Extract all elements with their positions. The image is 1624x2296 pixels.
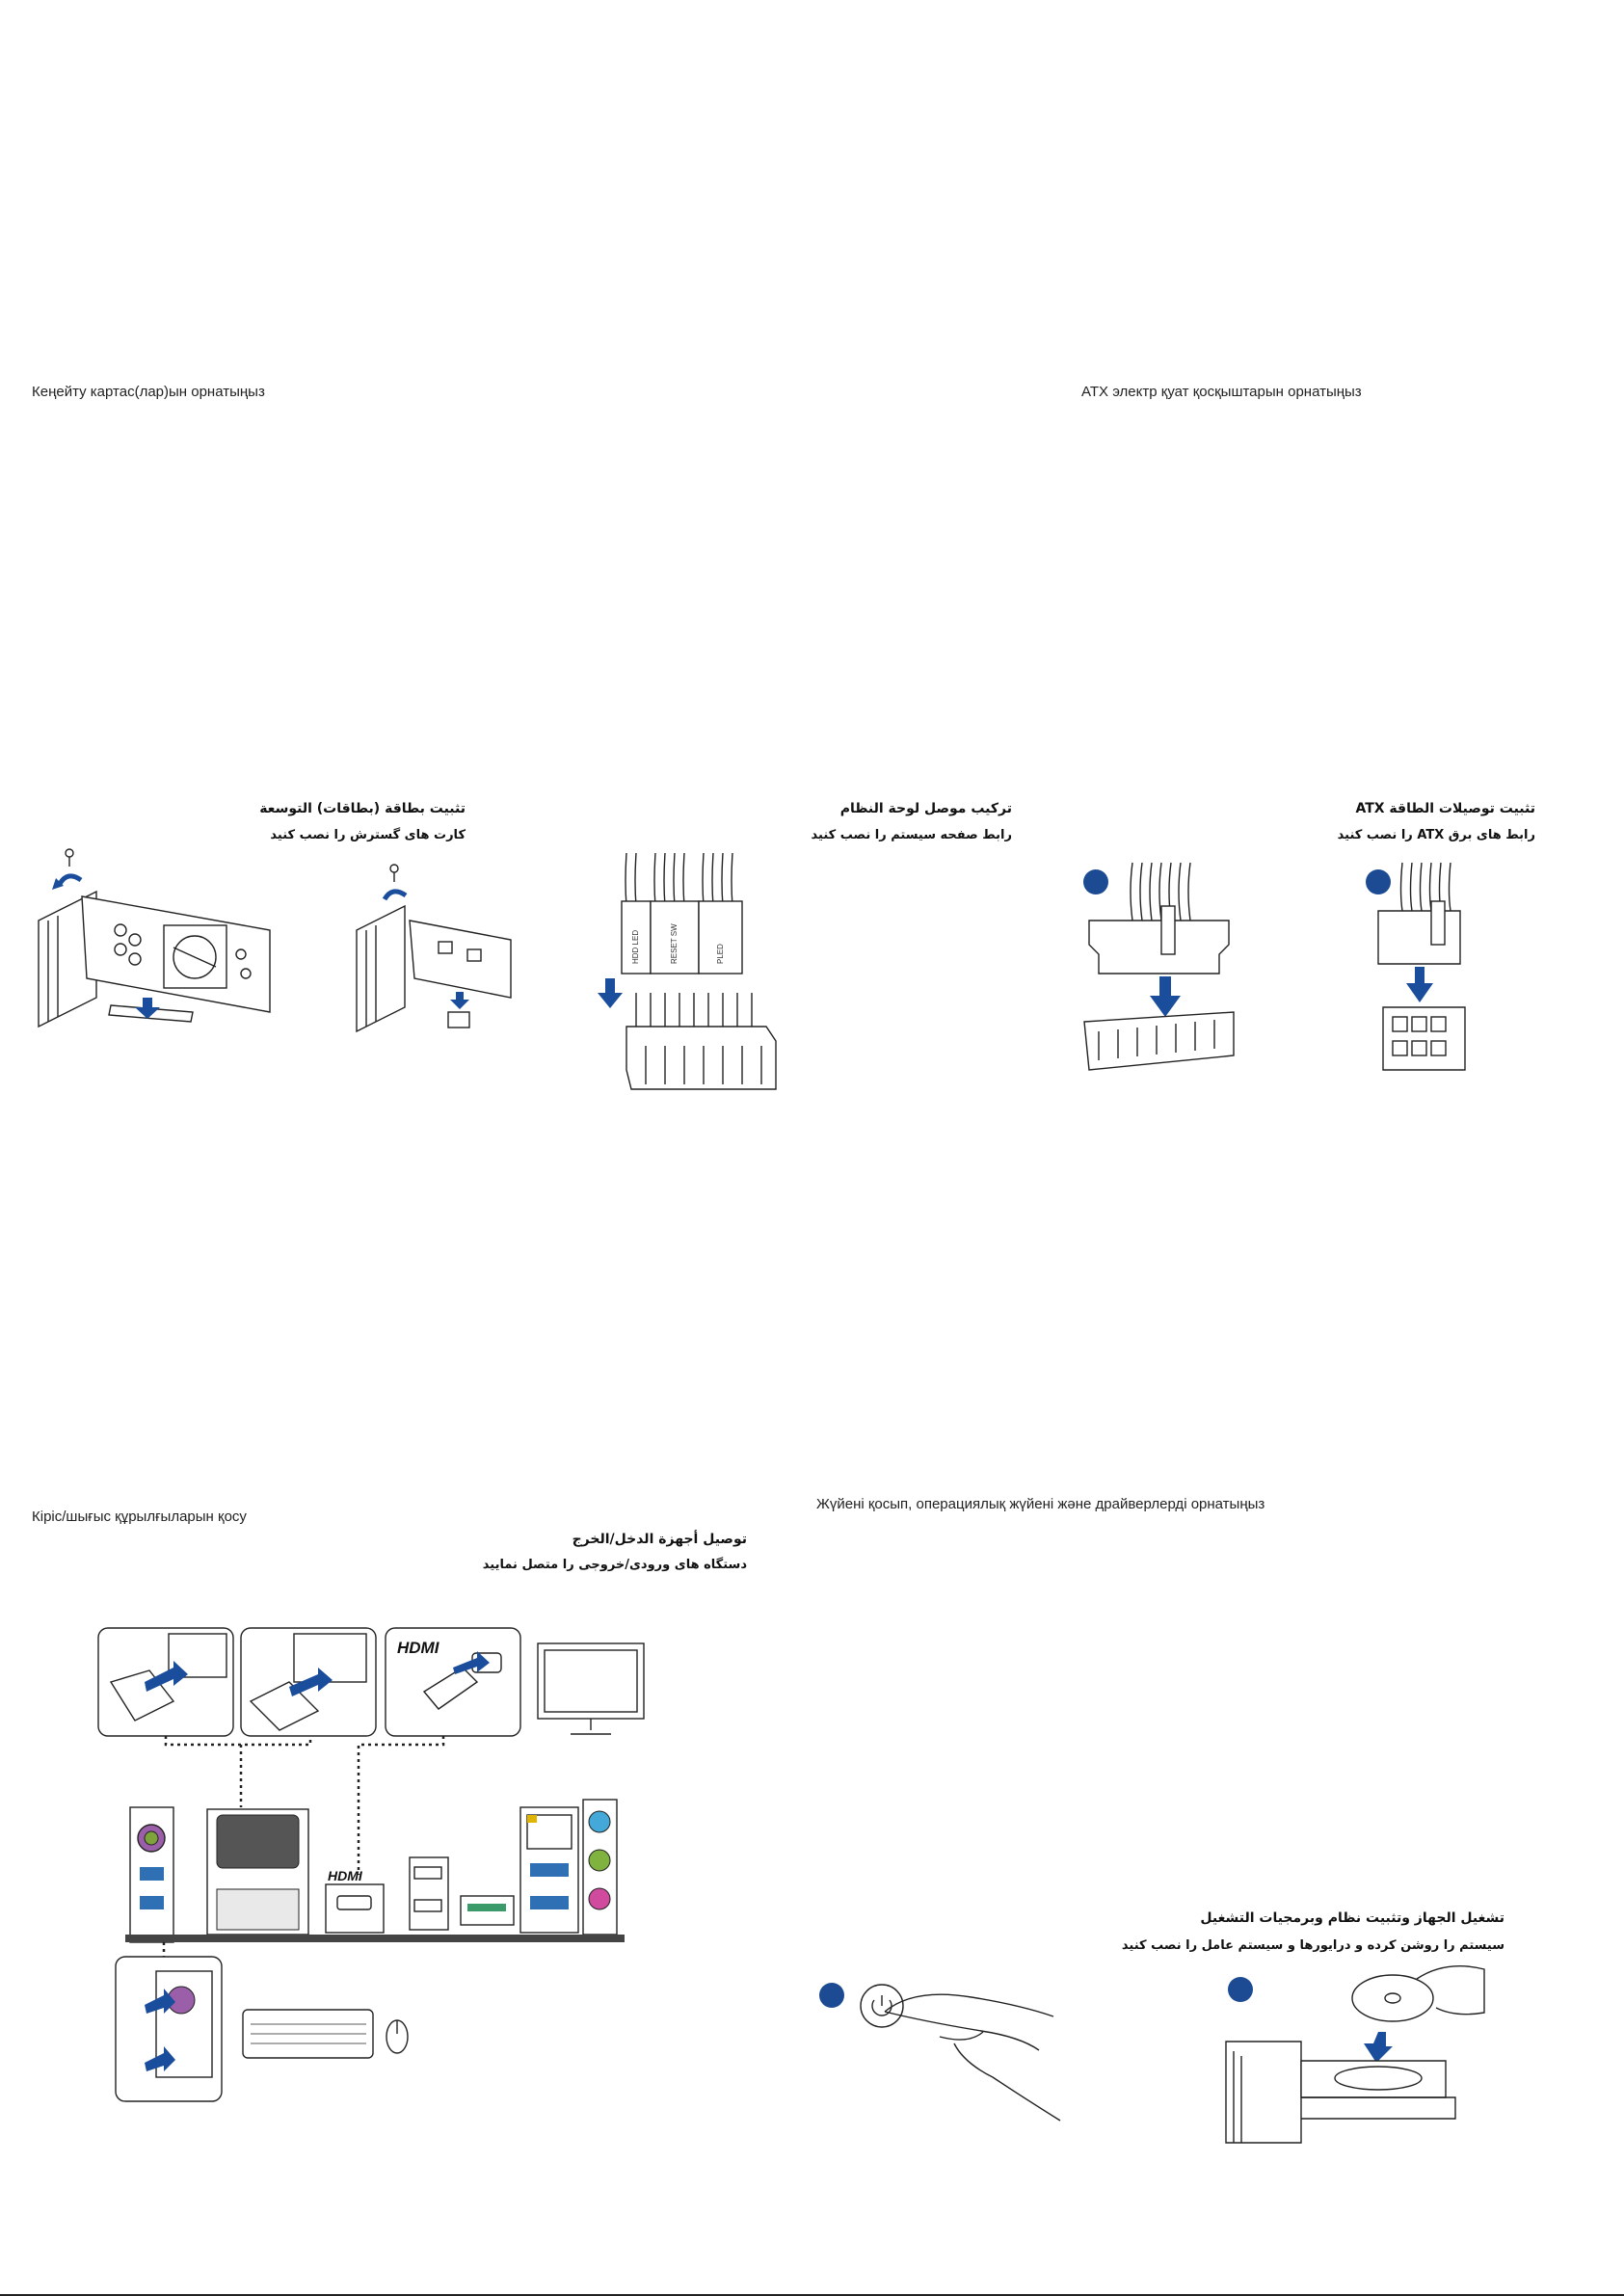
io-heading-fa: دستگاه های ورودی/خروجی را متصل نمایید — [482, 1558, 747, 1572]
panel-connector-illustration: HDD LED RESET SW PLED — [598, 852, 777, 1090]
step-badge-icon — [819, 1983, 844, 2008]
os-install-illustration — [1225, 1964, 1485, 2144]
rotate-arrow-icon — [57, 873, 83, 886]
atx-heading-kz: ATX электр қуат қосқыштарын орнатыңыз — [1081, 384, 1362, 400]
down-arrow-icon — [1150, 976, 1181, 1017]
pin-label-hdd-led: HDD LED — [631, 930, 640, 964]
pin-label-reset-sw: RESET SW — [670, 923, 679, 964]
atx-8pin-illustration — [1366, 862, 1466, 1071]
small-card-illustration — [356, 864, 512, 1033]
mouse-icon — [386, 2019, 409, 2054]
graphics-card-illustration — [38, 848, 271, 1028]
io-heading-ar: توصيل أجهزة الدخل/الخرج — [572, 1532, 747, 1547]
page-bottom-rule — [0, 2294, 1624, 2296]
io-illustration: HDMI HDMI — [97, 1627, 645, 2102]
power-button-icon — [860, 1984, 904, 2028]
power-heading-fa: سیستم را روشن کرده و درایورها و سیستم عا… — [1121, 1938, 1504, 1953]
atx-heading-ar: تثبيت توصيلات الطاقة ATX — [1355, 801, 1535, 816]
down-arrow-icon — [598, 978, 623, 1008]
atx-heading-fa: رابط های برق ATX را نصب کنید — [1337, 828, 1535, 842]
power-heading-ar: تشغيل الجهاز وتثبيت نظام وبرمجيات التشغي… — [1200, 1910, 1504, 1926]
rotate-arrow-icon — [382, 889, 408, 901]
ps2-callout — [115, 1956, 223, 2102]
expansion-heading-ar: تثبيت بطاقة (بطاقات) التوسعة — [259, 801, 466, 816]
step-badge-icon — [1228, 1977, 1253, 2002]
screw-icon — [65, 848, 74, 867]
down-arrow-icon — [1364, 2032, 1393, 2063]
step-badge-icon — [1083, 869, 1108, 894]
down-arrow-icon — [1406, 967, 1433, 1002]
expansion-heading-kz: Кеңейту картас(лар)ын орнатыңыз — [32, 384, 265, 400]
hdmi-callout — [385, 1627, 521, 1737]
down-arrow-icon — [135, 998, 160, 1019]
hdmi-logo-panel: HDMI — [328, 1868, 363, 1883]
optical-disc-icon — [1351, 1974, 1434, 2022]
monitor-icon — [537, 1642, 645, 1735]
atx-24pin-illustration — [1083, 862, 1235, 1071]
step-badge-icon — [1366, 869, 1391, 894]
expansion-heading-fa: کارت های گسترش را نصب کنید — [270, 828, 466, 842]
hdmi-logo: HDMI — [397, 1639, 440, 1657]
pin-label-pled: PLED — [716, 944, 725, 964]
power-heading-kz: Жүйені қосып, операциялық жүйені және др… — [816, 1496, 1265, 1512]
panel-heading-ar: تركيب موصل لوحة النظام — [839, 801, 1012, 816]
down-arrow-icon — [450, 992, 469, 1009]
power-on-illustration — [819, 1983, 1061, 2122]
screw-icon — [389, 864, 399, 882]
panel-heading-fa: رابط صفحه سیستم را نصب کنید — [811, 828, 1012, 842]
io-heading-kz: Кіріс/шығыс құрылғыларын қосу — [32, 1508, 247, 1525]
keyboard-icon — [242, 2009, 374, 2059]
